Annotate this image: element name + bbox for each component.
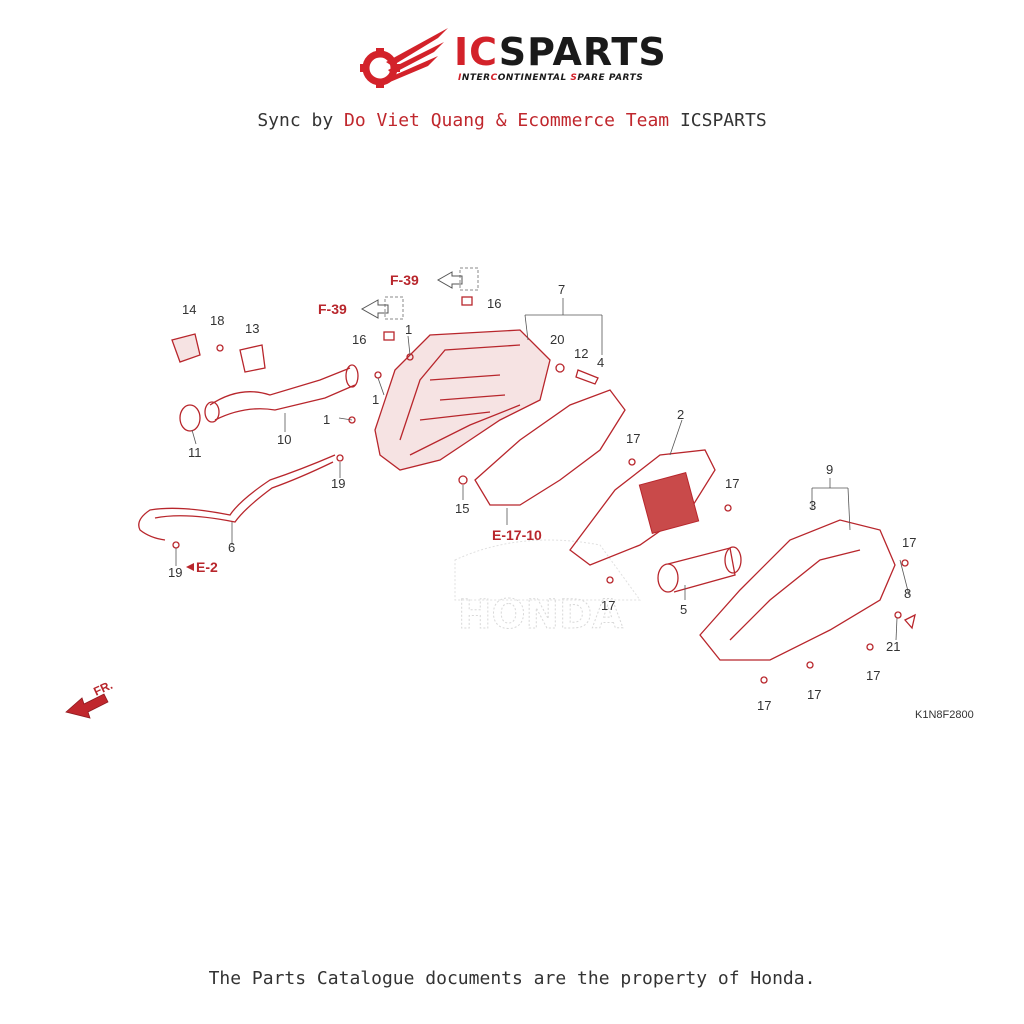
callout-14: 14 <box>182 302 196 317</box>
callout-12: 12 <box>574 346 588 361</box>
callout-1-middle: 1 <box>372 392 379 407</box>
callout-17-c: 17 <box>601 598 615 613</box>
air-cleaner-element <box>569 449 716 566</box>
honda-wing-watermark <box>454 539 641 601</box>
icsparts-logo: ICSPARTS INTERCONTINENTAL SPARE PARTS <box>358 26 668 96</box>
diagram-code: K1N8F2800 <box>915 709 974 721</box>
callout-20: 20 <box>550 332 564 347</box>
callout-17-d: 17 <box>902 535 916 550</box>
f39-arrow-upper-icon <box>436 271 463 289</box>
ref-f39-lower: F-39 <box>318 301 347 317</box>
mount-bracket <box>239 344 266 373</box>
callout-19-upper: 19 <box>331 476 345 491</box>
logo-tagline: INTERCONTINENTAL SPARE PARTS <box>458 73 644 83</box>
callout-11: 11 <box>188 445 202 460</box>
leader-lines <box>175 298 910 641</box>
ref-f39-upper: F-39 <box>390 272 419 288</box>
callout-17-g: 17 <box>757 698 771 713</box>
honda-watermark: HONDA <box>458 592 623 638</box>
intake-duct <box>204 364 359 423</box>
callout-5: 5 <box>680 602 687 617</box>
callout-17-e: 17 <box>866 668 880 683</box>
ref-e17-10: E-17-10 <box>492 527 542 543</box>
drain-tube <box>138 454 336 541</box>
callout-8: 8 <box>904 586 911 601</box>
callout-2: 2 <box>677 407 684 422</box>
callout-1-left: 1 <box>323 412 330 427</box>
callout-17-f: 17 <box>807 687 821 702</box>
callout-1-upper: 1 <box>405 322 412 337</box>
air-cleaner-case <box>374 329 551 471</box>
air-cleaner-cover <box>699 519 896 661</box>
callout-18: 18 <box>210 313 224 328</box>
callout-15: 15 <box>455 501 469 516</box>
callout-13: 13 <box>245 321 259 336</box>
front-arrow-icon <box>65 693 109 719</box>
winged-gear-logo-icon <box>360 28 448 88</box>
callout-17-b: 17 <box>725 476 739 491</box>
callout-3: 3 <box>809 498 816 513</box>
front-direction-indicator: FR. <box>65 678 115 719</box>
callout-7: 7 <box>558 282 565 297</box>
duct-holder <box>171 333 201 363</box>
front-label: FR. <box>91 678 114 699</box>
callout-4: 4 <box>597 355 604 370</box>
copyright-footer: The Parts Catalogue documents are the pr… <box>208 968 816 989</box>
f39-arrow-lower-icon <box>360 299 389 319</box>
connecting-tube <box>657 546 742 593</box>
f39-screw-box-upper <box>459 267 479 291</box>
callout-6: 6 <box>228 540 235 555</box>
callout-17-a: 17 <box>626 431 640 446</box>
callout-19-lower: 19 <box>168 565 182 580</box>
callout-16-right: 16 <box>487 296 501 311</box>
logo-wordmark: ICSPARTS <box>454 30 667 74</box>
case-gasket <box>474 389 626 506</box>
callout-10: 10 <box>277 432 291 447</box>
callout-21: 21 <box>886 639 900 654</box>
e2-arrow-icon <box>186 563 194 571</box>
ref-e2: E-2 <box>196 559 218 575</box>
sync-credit-line: Sync by Do Viet Quang & Ecommerce Team I… <box>257 110 767 131</box>
callout-16-left: 16 <box>352 332 366 347</box>
tube-band <box>179 404 201 432</box>
callout-9: 9 <box>826 462 833 477</box>
